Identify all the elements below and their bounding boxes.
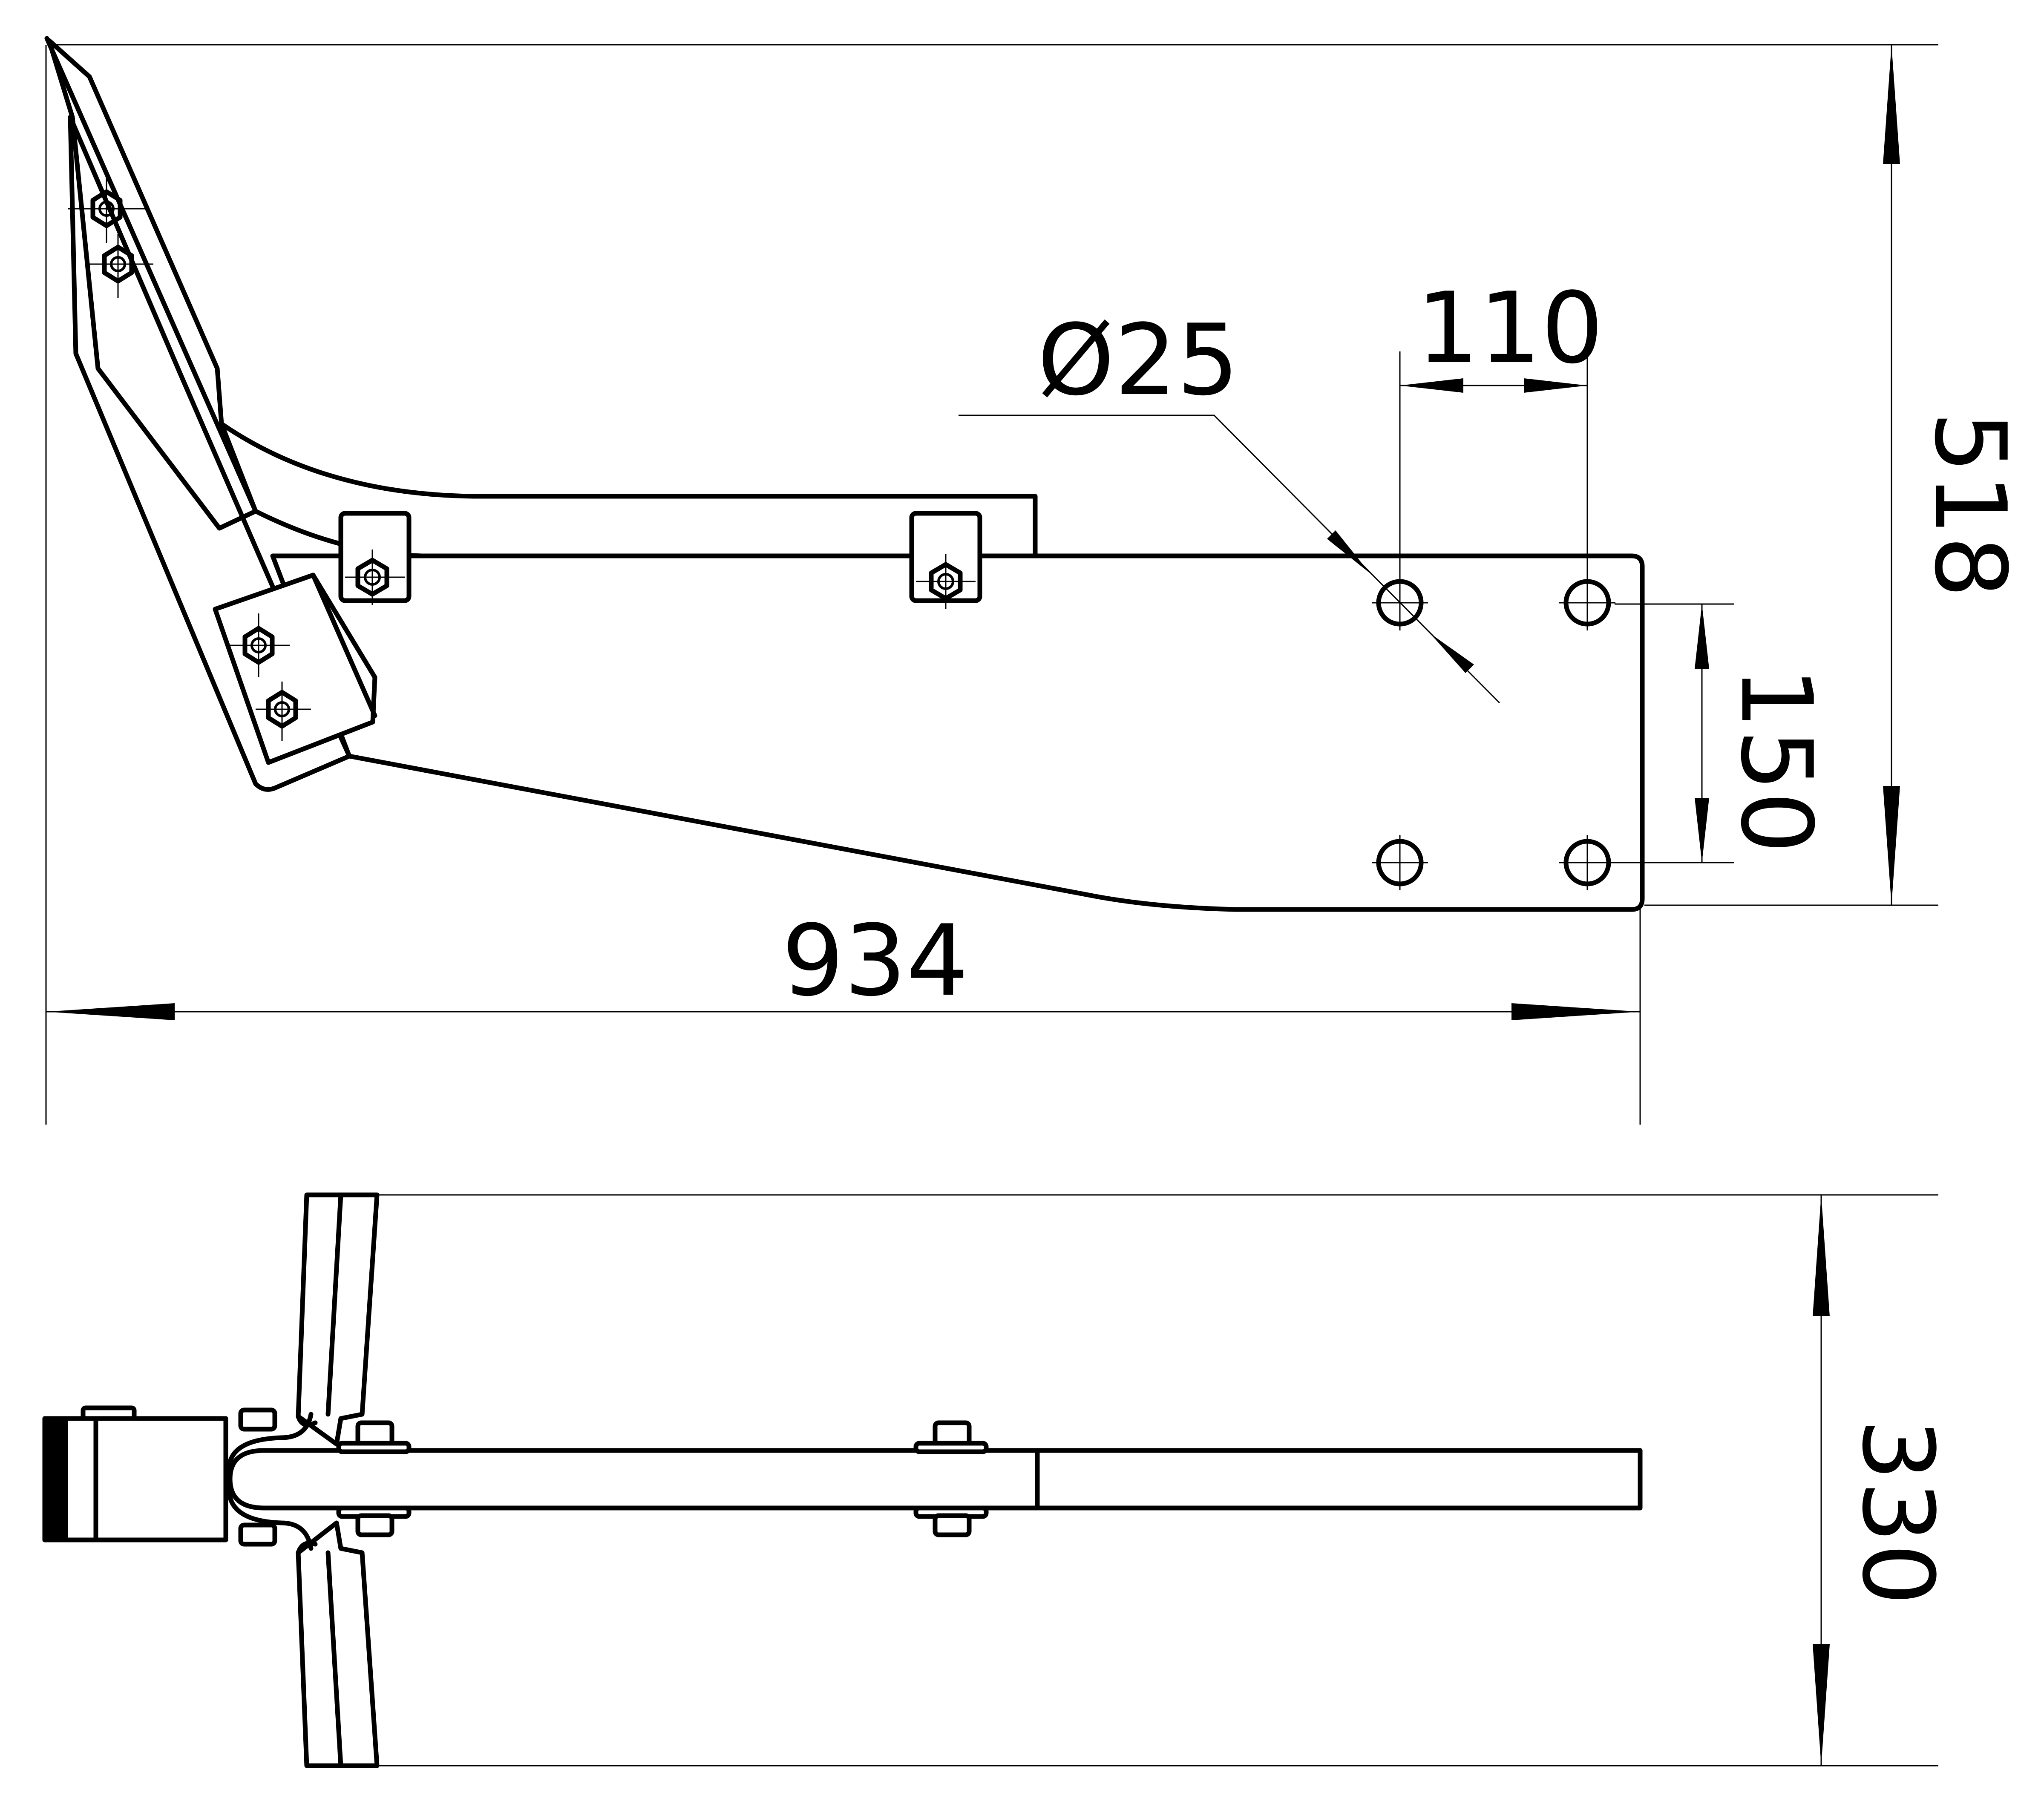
total-width-label: 330 <box>1840 1419 1954 1606</box>
side-view: Ø25 110 150 518 <box>44 36 2027 1125</box>
hole-spacing-vertical-dimension: 150 <box>1615 603 1833 863</box>
mounting-hole <box>1559 835 1615 890</box>
hole-spacing-horizontal-dimension: 110 <box>1399 272 1604 579</box>
clamp-block-top <box>42 1416 228 1542</box>
clamp-plate-left <box>338 511 412 603</box>
main-beam <box>270 553 1645 912</box>
hex-nut-icon <box>230 613 290 677</box>
hole-diameter-dimension: Ø25 <box>959 304 1500 704</box>
total-height-label: 518 <box>1913 411 2027 598</box>
curved-bracket <box>219 421 1038 558</box>
hex-nut-icon <box>85 234 153 298</box>
shank-clamp <box>213 573 377 765</box>
beam-bolt-right <box>913 1420 989 1537</box>
hex-nut-icon <box>68 175 145 243</box>
top-view: 330 <box>42 1192 1954 1768</box>
hole-spacing-horizontal-label: 110 <box>1416 272 1604 386</box>
total-width-dimension: 330 <box>1813 1195 1954 1766</box>
total-length-dimension: 934 <box>46 904 1640 1020</box>
hole-diameter-label: Ø25 <box>1037 304 1239 417</box>
beam-top-view <box>227 1448 1643 1511</box>
total-height-dimension: 518 <box>1883 45 2027 905</box>
hole-spacing-vertical-label: 150 <box>1719 667 1833 854</box>
hex-nut-icon <box>345 550 405 605</box>
bolt-head-icon <box>238 1407 277 1432</box>
clamp-block-end <box>45 1419 68 1540</box>
mounting-hole <box>1559 575 1615 630</box>
mounting-hole <box>1372 835 1428 890</box>
total-length-label: 934 <box>782 904 969 1018</box>
hex-nut-icon <box>256 682 311 741</box>
beam-bolt-left <box>336 1420 412 1537</box>
bolt-head-icon <box>238 1522 277 1547</box>
hex-nut-icon <box>916 554 976 609</box>
